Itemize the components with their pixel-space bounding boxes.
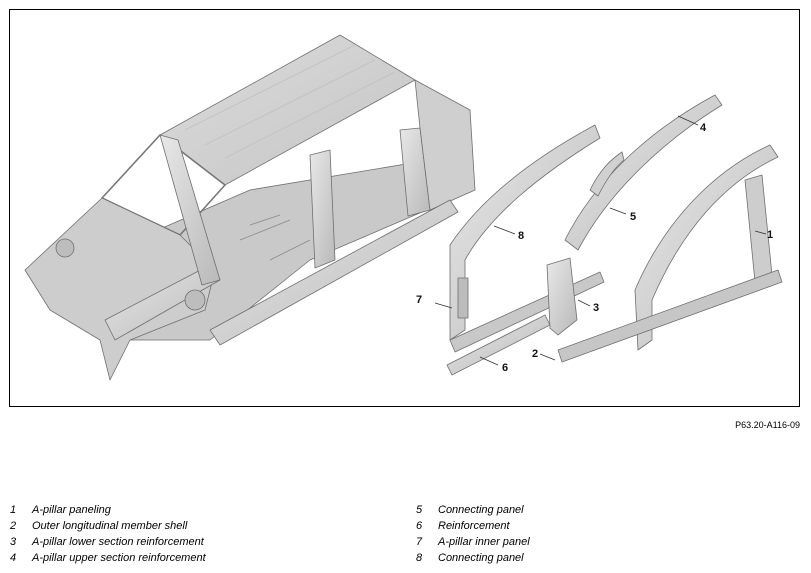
- legend-item: 3 A-pillar lower section reinforcement: [10, 534, 206, 550]
- legend-label: Reinforcement: [438, 520, 510, 532]
- legend-label: A-pillar upper section reinforcement: [32, 552, 206, 564]
- legend-label: A-pillar lower section reinforcement: [32, 536, 204, 548]
- legend-number: 1: [10, 504, 17, 516]
- callout-6: 6: [502, 362, 508, 374]
- legend-number: 6: [416, 520, 423, 532]
- legend-number: 4: [10, 552, 17, 564]
- a-pillar-body: [159, 134, 221, 286]
- side-sill: [209, 199, 459, 346]
- callout-8: 8: [518, 230, 524, 242]
- part-a-pillar-lower-reinforcement: [546, 257, 578, 336]
- legend-item: 8 Connecting panel: [416, 550, 530, 566]
- legend-item: 5 Connecting panel: [416, 502, 530, 518]
- legend-label: Connecting panel: [438, 504, 524, 516]
- body-shell-illustration: 1 2 3 4 5 6 7 8: [24, 34, 783, 381]
- rear-quarter: [414, 79, 476, 211]
- part-a-pillar-upper-reinforcement: [564, 94, 723, 251]
- figure-reference: P63.20-A116-09: [735, 420, 800, 430]
- diagram-frame: 1 2 3 4 5 6 7 8: [9, 9, 800, 407]
- part-connecting-panel-5: [589, 151, 625, 197]
- callout-3: 3: [593, 302, 599, 314]
- callout-labels: 1 2 3 4 5 6 7 8: [416, 122, 773, 374]
- legend-item: 7 A-pillar inner panel: [416, 534, 530, 550]
- legend-item: 2 Outer longitudinal member shell: [10, 518, 206, 534]
- legend-number: 8: [416, 552, 423, 564]
- part-a-pillar-paneling: [557, 144, 783, 363]
- legend-label: A-pillar paneling: [32, 504, 111, 516]
- legend-number: 2: [10, 520, 17, 532]
- leader-lines: [434, 115, 767, 366]
- legend-number: 5: [416, 504, 423, 516]
- legend-left: 1 A-pillar paneling 2 Outer longitudinal m…: [10, 502, 206, 566]
- callout-2: 2: [532, 348, 538, 360]
- b-pillar: [309, 149, 336, 269]
- legend-label: A-pillar inner panel: [438, 536, 530, 548]
- legend-number: 7: [416, 536, 423, 548]
- legend-label: Connecting panel: [438, 552, 524, 564]
- legend-label: Outer longitudinal member shell: [32, 520, 188, 532]
- callout-7: 7: [416, 294, 422, 306]
- legend-number: 3: [10, 536, 17, 548]
- legend-item: 6 Reinforcement: [416, 518, 530, 534]
- body-in-white: [24, 34, 476, 381]
- callout-5: 5: [630, 211, 636, 223]
- callout-4: 4: [700, 122, 707, 134]
- legend-item: 1 A-pillar paneling: [10, 502, 206, 518]
- callout-1: 1: [767, 229, 773, 241]
- legend-item: 4 A-pillar upper section reinforcement: [10, 550, 206, 566]
- roof-panel: [159, 34, 416, 186]
